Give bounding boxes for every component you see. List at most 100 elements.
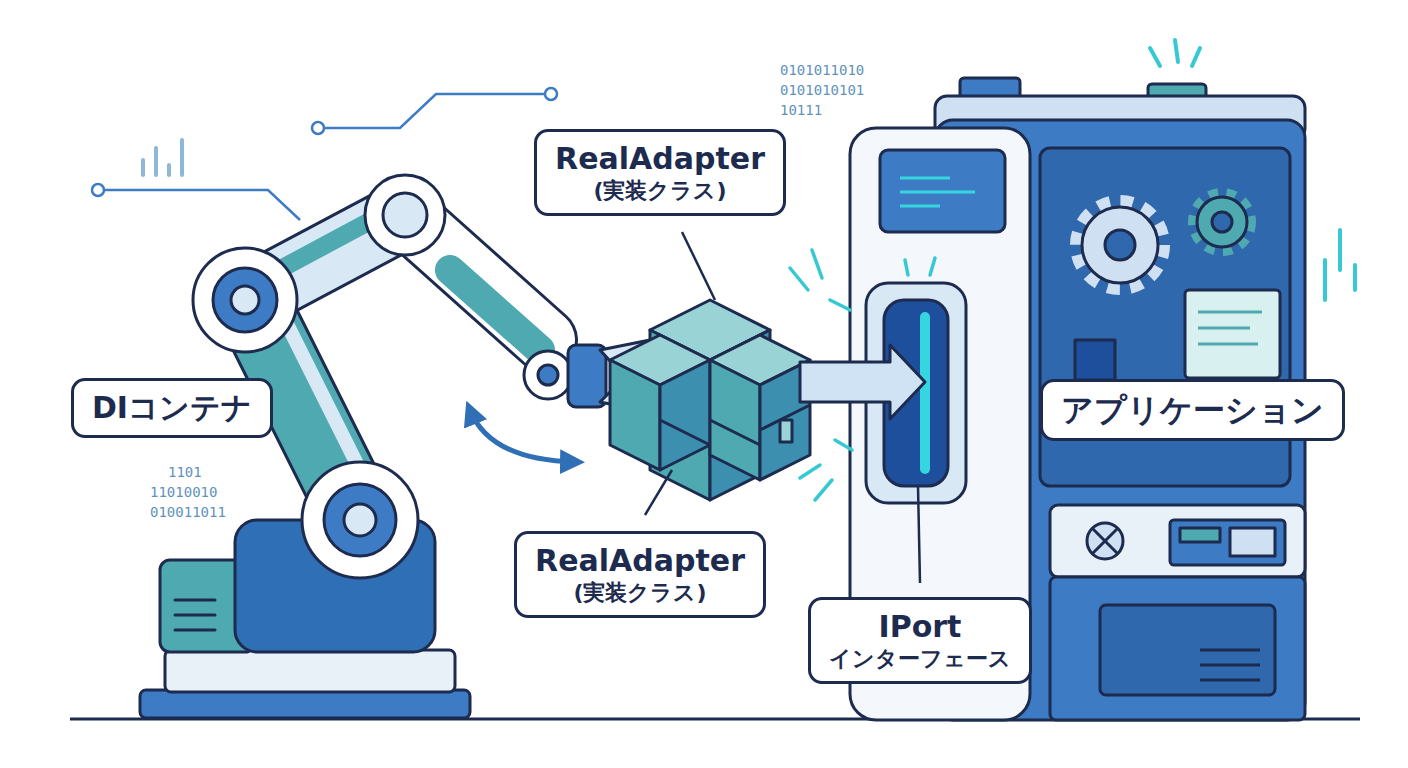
robot-arm-part	[165, 650, 455, 692]
node-title: RealAdapter	[555, 140, 765, 178]
class-callout: RealAdapter(実装クラス)	[534, 129, 786, 216]
insert-arrow	[800, 345, 925, 419]
robot-arm-part	[302, 462, 418, 578]
spark-lines-part	[790, 268, 808, 290]
node-subtitle: (実装クラス)	[555, 177, 765, 205]
bar-icon-part	[167, 165, 171, 175]
application-machine-part	[1194, 194, 1250, 250]
application-machine-part	[880, 150, 1005, 232]
application-machine-part	[1198, 343, 1258, 346]
sparkles-part	[1353, 265, 1357, 290]
adapter-cube-part	[710, 360, 760, 480]
adapter-cube-part	[660, 420, 710, 445]
application-machine-part	[1185, 290, 1280, 378]
interface-callout: IPortインターフェース	[808, 597, 1032, 684]
leader-lines-part	[918, 486, 920, 583]
sparkles-part	[1150, 48, 1160, 66]
node-title: RealAdapter	[535, 542, 745, 580]
robot-arm-part	[383, 193, 427, 237]
node-title: アプリケーション	[1061, 390, 1324, 430]
robot-arm-part	[538, 365, 558, 385]
circuit-lines-part	[545, 88, 557, 100]
robot-arm-part	[231, 286, 259, 314]
spark-lines-part	[905, 260, 908, 275]
application-machine-part	[1198, 311, 1262, 314]
application-machine-part	[1050, 505, 1305, 577]
robot-arm-part	[175, 599, 215, 602]
binary-digits: 0101011010	[780, 62, 864, 79]
application-machine-part	[900, 177, 950, 180]
node-title: DIコンテナ	[92, 389, 252, 427]
circuit-lines-part	[92, 184, 104, 196]
application-machine-part	[1197, 197, 1247, 247]
binary-digits: 0101010101	[780, 82, 864, 99]
application-machine-part	[1092, 528, 1118, 554]
adapter-cube-part	[610, 360, 660, 470]
adapter-cube-part	[660, 360, 710, 470]
spark-lines-part	[800, 465, 820, 478]
application-machine-part	[900, 191, 975, 194]
robot-arm-part	[175, 614, 215, 617]
application-machine-part	[920, 312, 930, 474]
application-machine-part	[1200, 664, 1260, 667]
robot-arm-part	[324, 484, 396, 556]
application-machine-part	[1212, 212, 1232, 232]
application-machine-part	[1050, 577, 1305, 720]
sparkles-part	[1192, 48, 1200, 66]
adapter-cube-part	[710, 420, 760, 445]
application-machine-part	[1170, 520, 1285, 565]
container-label: DIコンテナ	[71, 378, 273, 438]
spark-lines-part	[815, 480, 832, 500]
bar-icon	[143, 140, 182, 175]
binary-digits: 010011011	[150, 504, 226, 521]
application-machine-part	[1092, 528, 1118, 554]
node-title: IPort	[829, 608, 1011, 646]
class-callout: RealAdapter(実装クラス)	[514, 531, 766, 618]
application-machine-part	[1082, 207, 1158, 283]
spark-lines-part	[830, 300, 850, 310]
adapter-cube-part	[780, 420, 792, 442]
application-machine-part	[1100, 605, 1275, 695]
application-label: アプリケーション	[1040, 379, 1345, 441]
node-subtitle: (実装クラス)	[535, 579, 745, 607]
bar-icon-part	[141, 160, 145, 175]
robot-arm-part	[568, 345, 606, 407]
bar-icon-part	[180, 140, 184, 175]
node-subtitle: インターフェース	[829, 645, 1011, 673]
application-machine-part	[1230, 528, 1275, 556]
circuit-lines	[92, 88, 557, 220]
application-machine-part	[1105, 230, 1135, 260]
robot-arm-part	[450, 270, 540, 350]
adapter-cube	[610, 300, 810, 500]
binary-digits: 10111	[780, 102, 822, 119]
leader-lines-part	[682, 232, 715, 300]
spark-lines-part	[930, 258, 935, 275]
circuit-lines-part	[324, 94, 545, 128]
sparkles-part	[1338, 230, 1342, 270]
application-machine-part	[1200, 649, 1260, 652]
application-machine-part	[900, 205, 940, 208]
robot-arm-part	[470, 410, 575, 462]
binary-digits: 1101	[168, 464, 202, 481]
application-machine-part	[1078, 203, 1162, 287]
robot-arm-part	[193, 248, 297, 352]
application-machine-part	[1087, 523, 1123, 559]
circuit-lines-part	[104, 190, 300, 220]
binary-digits: 11010010	[150, 484, 217, 501]
robot-arm-part	[344, 504, 376, 536]
sparkles-part	[1323, 260, 1327, 300]
robot-arm-part	[140, 690, 470, 718]
spark-lines-part	[812, 250, 822, 278]
robot-arm-part	[213, 268, 277, 332]
application-machine-part	[1180, 528, 1220, 542]
application-machine-part	[1200, 679, 1260, 682]
application-machine-part	[1198, 327, 1250, 330]
application-machine-part	[1075, 340, 1115, 380]
robot-arm-part	[175, 629, 215, 632]
robot-arm	[140, 175, 660, 718]
bar-icon-part	[154, 148, 158, 175]
spark-lines	[790, 250, 935, 500]
spark-lines-part	[835, 440, 852, 450]
